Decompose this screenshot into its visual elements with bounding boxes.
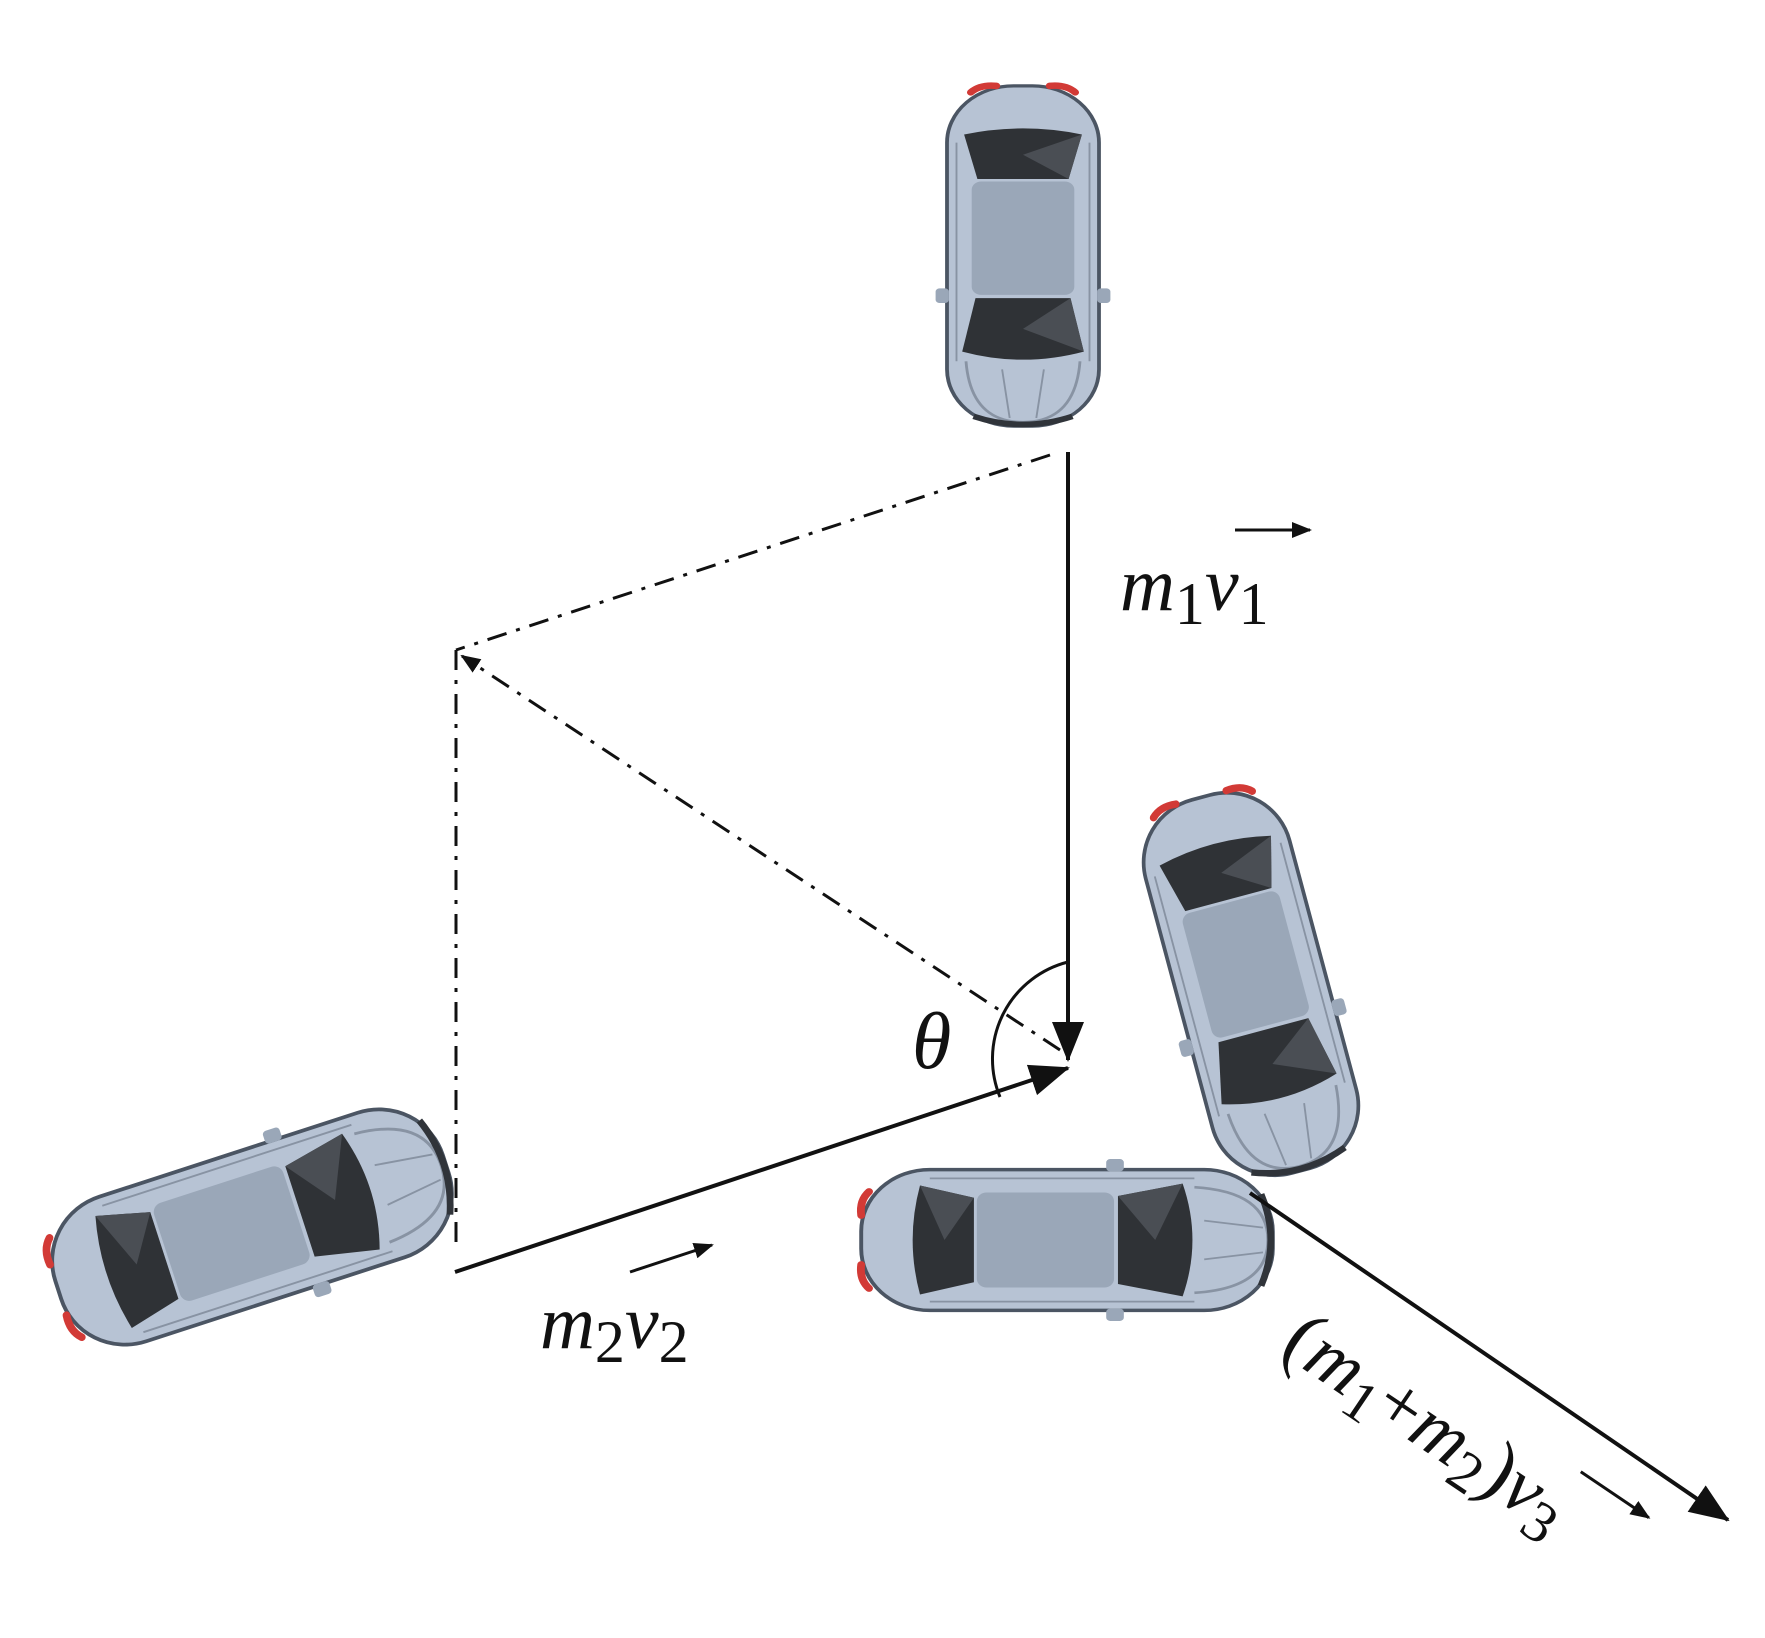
m2v2-arrow [454,1064,1070,1274]
car-3-angled [1118,775,1383,1193]
label-m2v2-v: v [625,1281,659,1365]
construction-line-top [455,453,1051,652]
label-m1v1-m: m [1120,543,1175,627]
label-m1v1-v: v [1205,543,1239,627]
label-m2v2-m: m [540,1281,595,1365]
resultant-dashed-line [460,654,1061,1052]
label-m1v1: m1v1 [1120,522,1312,637]
label-theta: θ [912,998,951,1086]
label-m2v2-m-sub: 2 [595,1309,625,1375]
m1m2v3-arrow [1248,1191,1730,1522]
car-4-horizontal [861,1159,1273,1321]
label-m1m2v3-vector-arrow [1579,1470,1651,1519]
car-2 [31,1081,473,1373]
label-m2v2: m2v2 [540,1243,714,1375]
label-m2v2-vector-arrow [629,1243,714,1274]
label-m2v2-v-sub: 2 [659,1309,689,1375]
parallelogram-construction-lines [454,453,1051,1245]
label-m1m2v3: (m1+m2)v3 [1263,1294,1651,1557]
svg-text:(m1+m2)v3: (m1+m2)v3 [1263,1294,1588,1557]
svg-text:m2v2: m2v2 [540,1281,689,1375]
label-m1v1-v-sub: 1 [1239,571,1269,637]
label-m1v1-m-sub: 1 [1175,571,1205,637]
car-1 [936,86,1111,426]
theta-angle-arc [990,960,1069,1098]
svg-text:m1v1: m1v1 [1120,543,1269,637]
